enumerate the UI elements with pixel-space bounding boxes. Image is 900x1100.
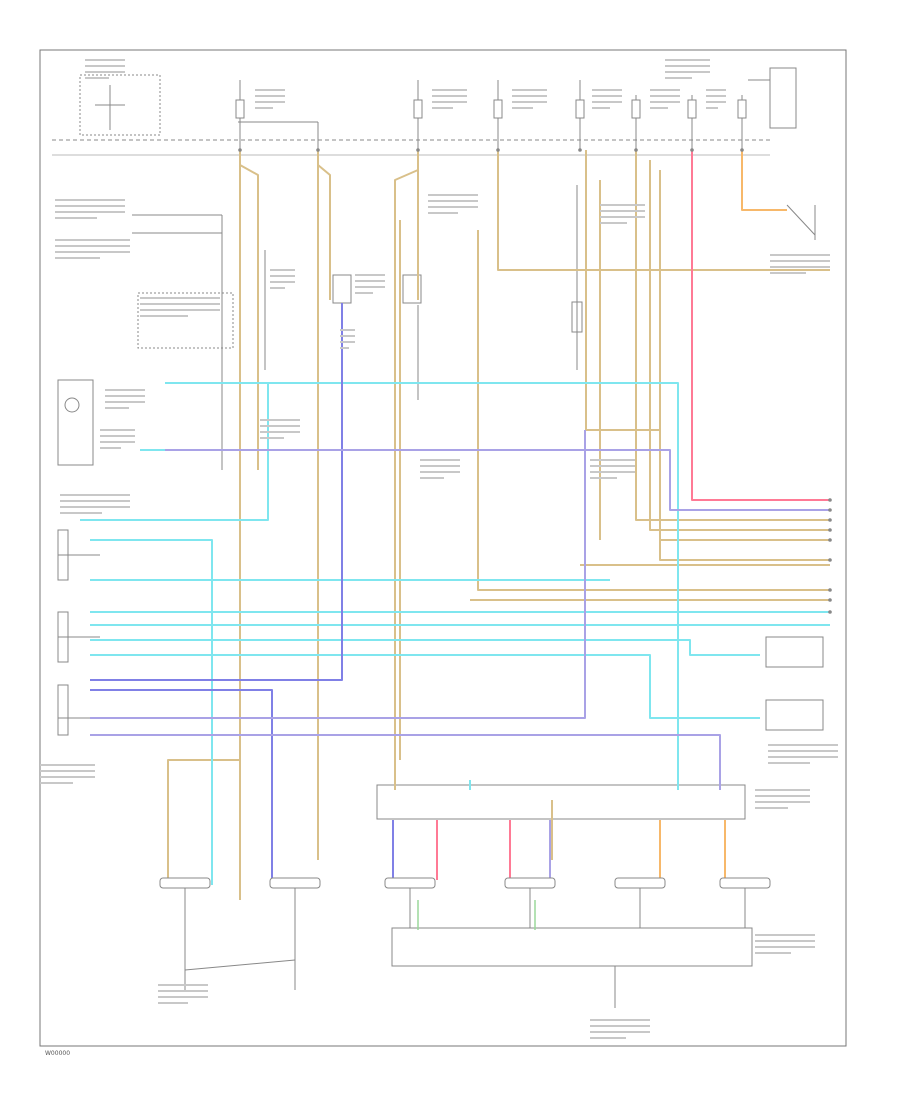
wire-red-1 [691, 150, 830, 501]
terminal-dot-4 [496, 148, 500, 152]
terminal-dot-5 [578, 148, 582, 152]
terminal-dot-1 [238, 148, 242, 152]
wire-tan-11 [585, 150, 830, 541]
terminal-dot-10 [828, 508, 832, 512]
wire-cyan-4 [90, 539, 213, 885]
terminal-dot-6 [634, 148, 638, 152]
right-components [765, 204, 824, 731]
lamp-socket-6 [719, 877, 771, 889]
diagram-code: W00000 [45, 1050, 70, 1057]
relays [264, 185, 583, 400]
wire-violet-2 [90, 430, 586, 719]
wire-cyan-8 [90, 639, 760, 656]
terminal-dot-16 [828, 598, 832, 602]
wire-violet-3 [90, 734, 721, 790]
labels [40, 59, 838, 1039]
wire-violet-1 [165, 449, 830, 511]
wire-tan-13 [635, 150, 830, 521]
terminal-dot-15 [828, 588, 832, 592]
wire-tan-15 [659, 170, 830, 561]
wire-blue-2 [90, 689, 273, 885]
terminal-dot-9 [828, 498, 832, 502]
terminal-dot-2 [316, 148, 320, 152]
wires [80, 150, 830, 930]
lamp-socket-3 [384, 877, 436, 889]
wire-cyan-3 [80, 383, 269, 521]
terminal-dot-13 [828, 538, 832, 542]
wire-blue-1 [90, 303, 343, 681]
wire-tan-17 [167, 759, 240, 880]
wire-cyan-1 [165, 382, 679, 790]
top-fuses [79, 67, 797, 150]
lamp-socket-2 [269, 877, 321, 889]
left-components [57, 214, 234, 736]
wire-cyan-9 [90, 654, 760, 719]
wire-tan-6 [394, 169, 419, 790]
diagram-frame [39, 49, 847, 1047]
terminal-dot-17 [828, 610, 832, 614]
lamp-socket-1 [159, 877, 211, 889]
terminal-dot-11 [828, 518, 832, 522]
wire-tan-9 [477, 230, 830, 591]
bottom-module [184, 784, 753, 1008]
wire-tan-14 [649, 160, 830, 531]
wire-orange-1 [741, 150, 787, 211]
lamp-socket-4 [504, 877, 556, 889]
lamps [159, 148, 832, 889]
wire-tan-1 [239, 150, 259, 470]
terminal-dot-7 [690, 148, 694, 152]
terminal-dot-8 [740, 148, 744, 152]
lamp-socket-5 [614, 877, 666, 889]
wire-tan-3 [317, 150, 331, 300]
terminal-dot-3 [416, 148, 420, 152]
wire-tan-8 [497, 150, 830, 271]
terminal-dot-14 [828, 558, 832, 562]
terminal-dot-12 [828, 528, 832, 532]
